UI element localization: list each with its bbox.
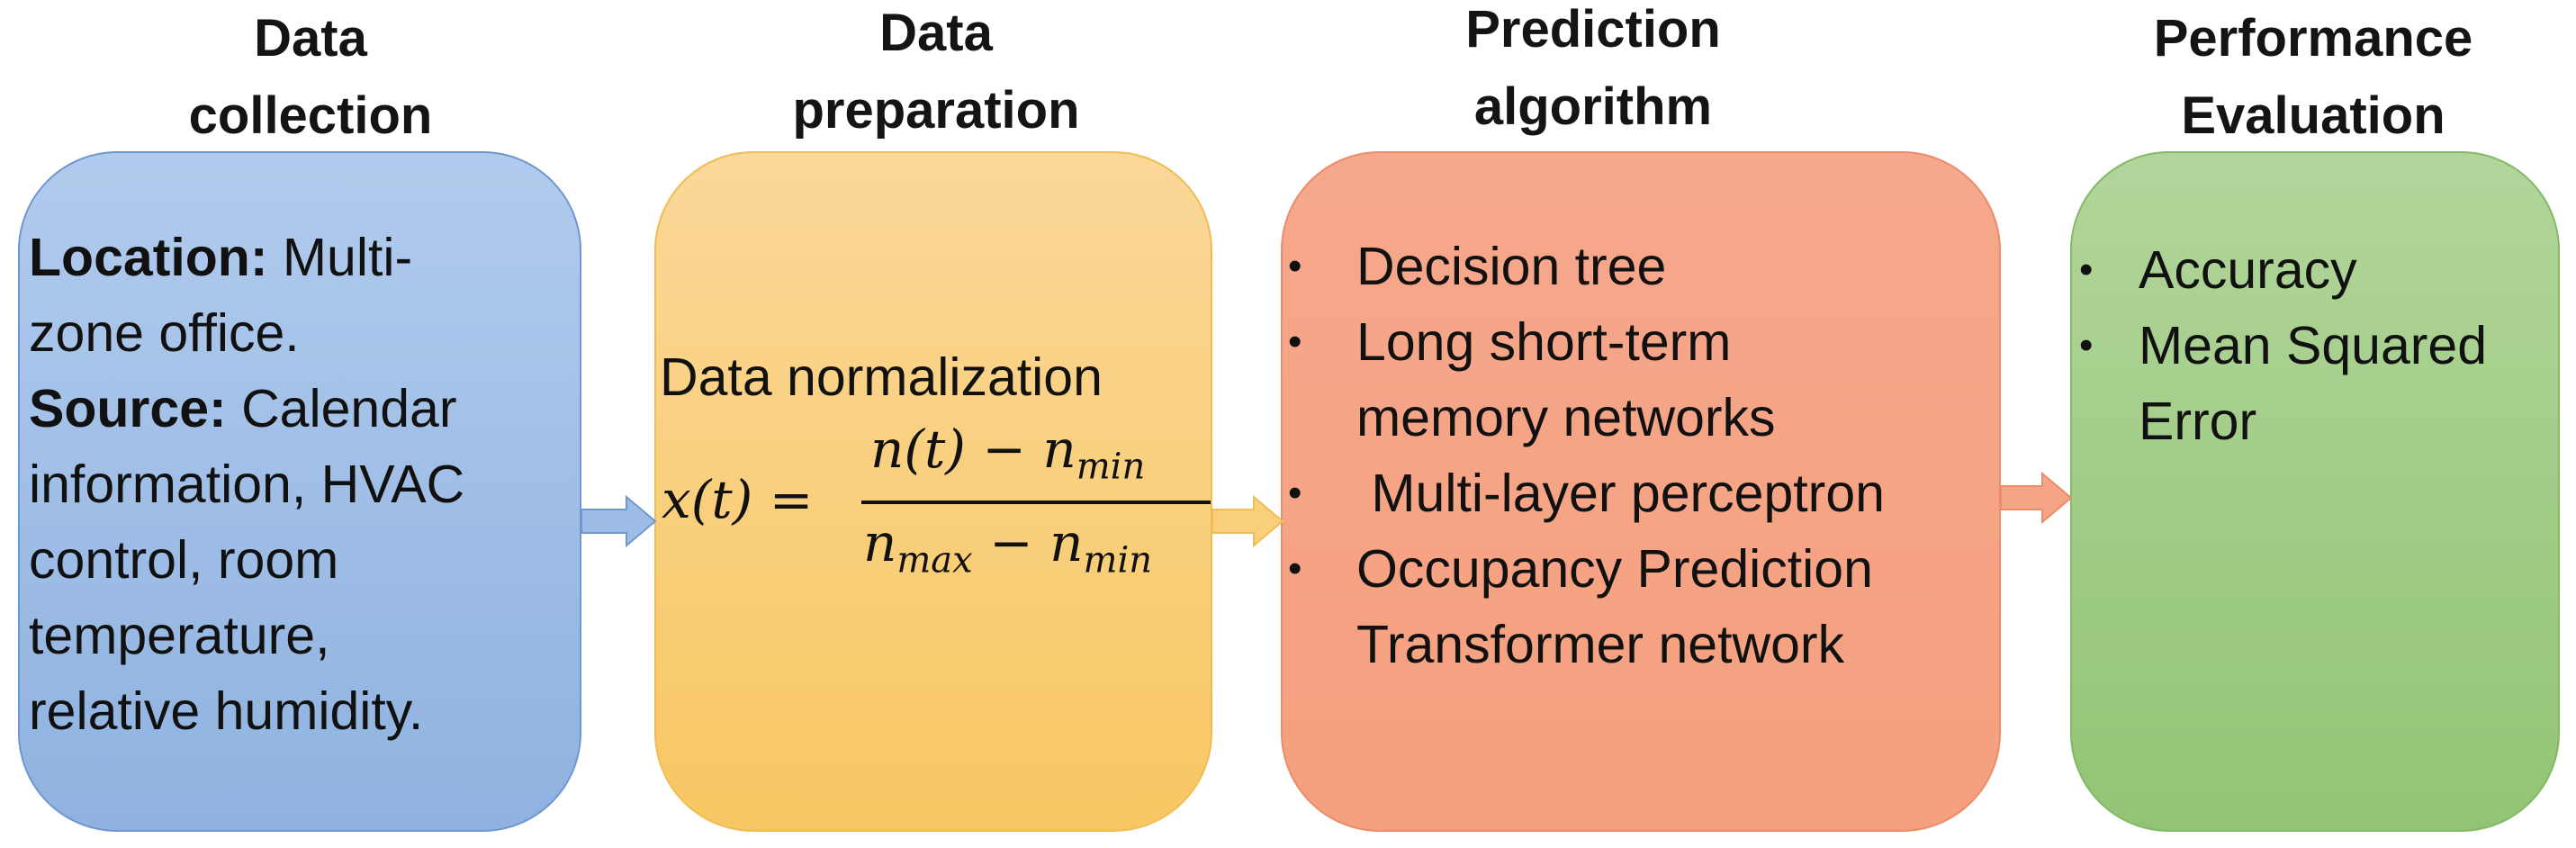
list-item: • Accuracy (2072, 232, 2562, 308)
title-line: Data (254, 9, 367, 68)
denominator-minus: − n (972, 512, 1084, 573)
prediction-algorithm-list: • Decision tree • Long short-term memory… (1283, 229, 2003, 682)
list-item: • Multi-layer perceptron (1283, 456, 2003, 531)
source-label: Source: (29, 379, 227, 438)
arrow-right-icon (581, 494, 657, 548)
source-line: information, HVAC (29, 455, 465, 514)
arrow-right-icon (2001, 471, 2073, 525)
source-line: relative humidity. (29, 681, 424, 741)
list-item: • Mean Squared Error (2072, 308, 2562, 459)
bullet-icon: • (1288, 320, 1302, 364)
list-item-text: Multi-layer perceptron (1356, 464, 1885, 523)
location-label: Location: (29, 228, 268, 287)
list-item: • Long short-term memory networks (1283, 304, 2003, 456)
numerator-main: n(t) − n (870, 419, 1076, 480)
stage-title-prediction: Prediction algorithm (1404, 0, 1782, 146)
fraction-bar (861, 501, 1211, 504)
normalization-label: Data normalization (660, 347, 1103, 407)
denominator-n: n (863, 512, 897, 573)
bullet-icon: • (1288, 546, 1302, 591)
denominator-sub-max: max (896, 539, 973, 582)
source-line: control, room (29, 530, 339, 590)
title-line: Data (879, 4, 993, 62)
source-value: Calendar (226, 379, 457, 438)
denominator-sub-min: min (1083, 539, 1153, 582)
performance-evaluation-list: • Accuracy • Mean Squared Error (2072, 232, 2562, 459)
data-preparation-box: Data normalization (654, 151, 1212, 832)
formula-denominator: nmax − nmin (863, 511, 1152, 592)
stage-title-evaluation: Performance Evaluation (2097, 0, 2529, 155)
title-line: Prediction (1465, 0, 1721, 59)
list-item-text: memory networks (1356, 388, 1776, 447)
formula-numerator: n(t) − nmin (870, 418, 1145, 499)
location-line: zone office. (29, 303, 300, 363)
list-item-text: Error (2139, 392, 2257, 451)
list-item-text: Transformer network (1356, 615, 1845, 674)
list-item-text: Accuracy (2139, 240, 2357, 300)
list-item: • Decision tree (1283, 229, 2003, 304)
bullet-icon: • (1288, 244, 1302, 288)
title-line: Performance (2153, 9, 2473, 68)
normalization-formula: x(t) = n(t) − nmin nmax − nmin (662, 414, 1220, 594)
performance-evaluation-box: • Accuracy • Mean Squared Error (2070, 151, 2560, 832)
arrow-right-icon (1212, 494, 1284, 548)
list-item-text: Long short-term (1356, 312, 1732, 372)
data-collection-text: Location: Multi- zone office. Source: Ca… (29, 220, 464, 749)
source-line: temperature, (29, 606, 330, 665)
stage-title-preparation: Data preparation (756, 0, 1116, 149)
list-item-text: Occupancy Prediction (1356, 539, 1873, 599)
source-line: Source: Calendar (29, 371, 464, 447)
title-line: Evaluation (2181, 86, 2445, 145)
stage-title-collection: Data collection (162, 0, 459, 155)
numerator-sub: min (1076, 446, 1146, 488)
title-line: algorithm (1473, 77, 1713, 136)
formula-lhs: x(t) = (662, 469, 814, 530)
location-line: Location: Multi- (29, 220, 464, 295)
location-value: Multi- (267, 228, 413, 287)
list-item-text: Mean Squared (2139, 316, 2488, 375)
bullet-icon: • (2079, 248, 2094, 292)
list-item: • Occupancy Prediction Transformer netwo… (1283, 531, 2003, 682)
bullet-icon: • (1288, 471, 1302, 515)
title-line: collection (188, 86, 433, 145)
title-line: preparation (792, 81, 1080, 140)
prediction-algorithm-box: • Decision tree • Long short-term memory… (1281, 151, 2001, 832)
data-collection-box: Location: Multi- zone office. Source: Ca… (18, 151, 581, 832)
bullet-icon: • (2079, 323, 2094, 367)
list-item-text: Decision tree (1356, 237, 1667, 296)
